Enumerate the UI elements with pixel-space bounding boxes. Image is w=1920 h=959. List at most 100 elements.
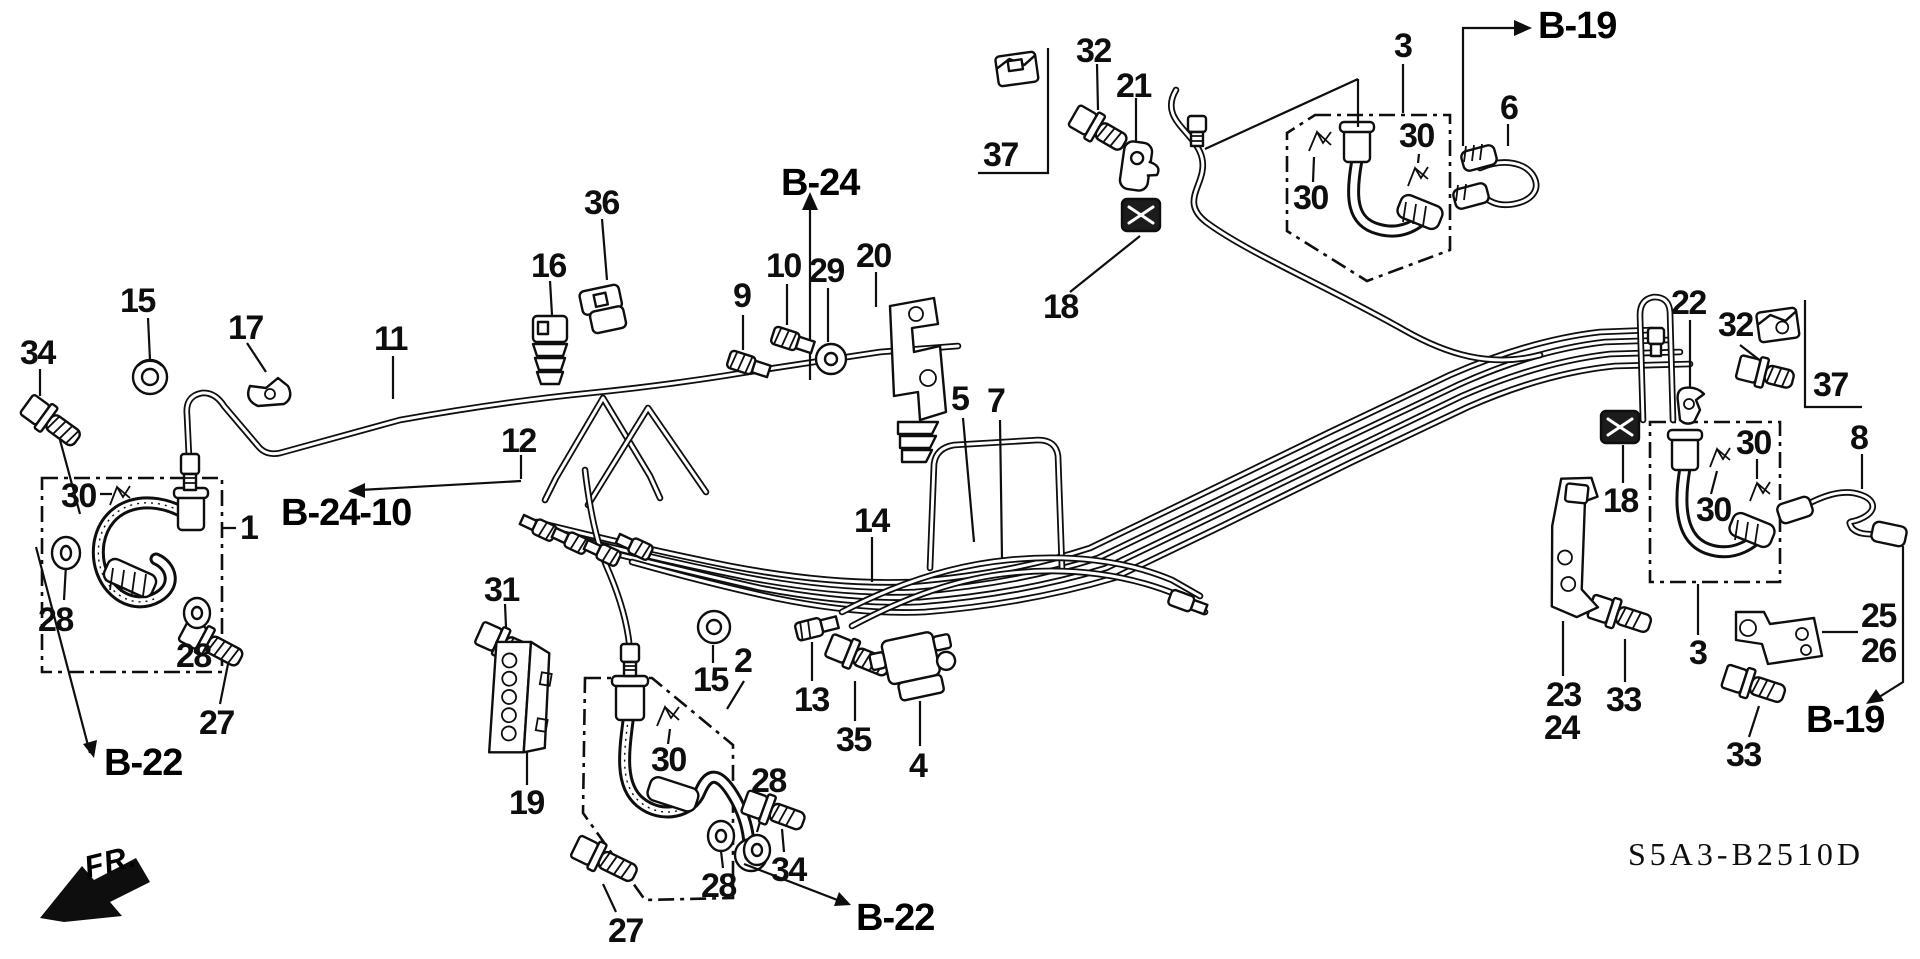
washer-28a-icon — [50, 535, 82, 571]
clip-16-icon — [531, 314, 569, 386]
bolt-33b-icon — [1720, 663, 1787, 704]
b19-top-arrow-icon — [1461, 20, 1532, 146]
b22-right-arrow-icon — [743, 862, 851, 906]
part-23-label: 23 — [1546, 676, 1582, 714]
part-11-label: 11 — [374, 320, 408, 358]
pipe22-fitting-icon — [1646, 326, 1666, 358]
part-25-label: 25 — [1861, 597, 1897, 635]
clip-30c-icon — [109, 484, 131, 506]
part-30-a1-label: 30 — [1293, 179, 1329, 217]
pipe-8-jumper — [1776, 495, 1908, 548]
grommet-15b-icon — [696, 609, 732, 645]
hose-1-front-left — [91, 486, 210, 609]
union-13-icon — [794, 615, 840, 642]
part-17-label: 17 — [228, 309, 264, 347]
part-35-label: 35 — [836, 721, 872, 759]
bracket-20-icon — [888, 296, 948, 464]
pipe21-top-fitting-icon — [1186, 114, 1208, 148]
clip-30b1-icon — [1749, 480, 1771, 502]
part-27-b-label: 27 — [608, 912, 644, 950]
part-30-b1-label: 30 — [1736, 424, 1772, 462]
part-34-a-label: 34 — [20, 334, 56, 372]
part-24-label: 24 — [1544, 709, 1580, 747]
part-14-label: 14 — [854, 502, 890, 540]
union-10-icon — [769, 325, 816, 355]
part-30-b2-label: 30 — [1696, 491, 1732, 529]
pipe11-end-fitting-icon — [179, 452, 201, 492]
part-16-label: 16 — [531, 247, 567, 285]
bolt-32a-icon — [1067, 104, 1128, 151]
bolt-32b-icon — [1734, 354, 1795, 389]
part-3-b-label: 3 — [1689, 634, 1708, 672]
clip-21-icon — [1118, 140, 1160, 192]
washer-28d-icon — [706, 819, 736, 853]
part-30-d-label: 30 — [651, 741, 687, 779]
part-5-label: 5 — [951, 380, 970, 418]
bolt-33a-icon — [1586, 593, 1653, 634]
union-14-icon — [1167, 588, 1209, 616]
clip-37a-icon — [994, 50, 1040, 88]
bracket-25-26-icon — [1734, 610, 1824, 666]
component-boxes — [40, 113, 1782, 902]
clip-22-icon — [1676, 386, 1706, 425]
clamp-18a-icon — [1120, 197, 1162, 233]
front-left-hose-box — [40, 476, 224, 674]
clip-30a2-icon — [1407, 165, 1429, 187]
valve-4-icon — [868, 631, 957, 702]
bundle-fittings-12-icon — [518, 513, 654, 567]
pipe2-end-fitting-icon — [619, 642, 641, 678]
part-19-label: 19 — [509, 784, 545, 822]
part-30-a2-label: 30 — [1399, 117, 1435, 155]
grommet-29-icon — [814, 342, 848, 376]
washer-28c-icon — [742, 833, 772, 867]
part-9-label: 9 — [733, 277, 752, 315]
bolt-27b-icon — [569, 834, 638, 883]
part-34-b-label: 34 — [771, 851, 807, 889]
clip-30b2-icon — [1709, 446, 1731, 468]
part-29-label: 29 — [809, 252, 845, 290]
front-right-hose-box — [581, 676, 735, 902]
part-2-label: 2 — [734, 642, 753, 680]
part-8-label: 8 — [1850, 419, 1869, 457]
grommet-15a-icon — [131, 358, 169, 396]
bracket-19-icon — [487, 640, 553, 754]
b22-left-arrow-icon — [34, 546, 97, 758]
part-26-label: 26 — [1861, 632, 1897, 670]
part-31-label: 31 — [484, 571, 520, 609]
part-3-a-label: 3 — [1394, 27, 1413, 65]
clip-37b-icon — [1755, 306, 1801, 344]
diagram-code: S5A3-B2510D — [1628, 836, 1865, 872]
clip-30d-icon — [656, 704, 680, 727]
rear-right-hose-box — [1648, 420, 1782, 584]
hose-2-front-right — [610, 674, 769, 873]
ref-b22-right-label: B-22 — [856, 897, 935, 939]
bolt-34b-icon — [740, 789, 806, 831]
reference-arrows — [34, 20, 1905, 906]
part-20-label: 20 — [856, 237, 892, 275]
part-33-a-label: 33 — [1606, 681, 1642, 719]
part-32-b-label: 32 — [1718, 306, 1754, 344]
part-21-label: 21 — [1116, 67, 1152, 105]
leader-lines — [38, 48, 1864, 913]
bolt-34a-icon — [19, 394, 81, 447]
part-6-label: 6 — [1500, 89, 1519, 127]
ref-b22-left-label: B-22 — [104, 742, 183, 784]
b24-10-arrow-icon — [348, 479, 522, 498]
bracket-23-24-icon — [1550, 476, 1600, 619]
part-18-a-label: 18 — [1043, 288, 1079, 326]
clip-30a1-icon — [1308, 129, 1332, 152]
part-36-label: 36 — [584, 184, 620, 222]
b19-bottom-arrow-icon — [1866, 546, 1905, 704]
ref-b24-10-label: B-24-10 — [281, 492, 412, 534]
part-37-b-label: 37 — [1813, 366, 1849, 404]
clip-17-icon — [247, 376, 292, 408]
clip-36-icon — [578, 283, 628, 335]
part-13-label: 13 — [794, 681, 830, 719]
hose-3-rear-left — [1338, 120, 1444, 238]
union-9-icon — [725, 349, 772, 379]
brake-hoses — [91, 120, 1908, 873]
part-10-label: 10 — [766, 247, 802, 285]
part-30-c-label: 30 — [61, 477, 97, 515]
part-1-label: 1 — [240, 509, 259, 547]
